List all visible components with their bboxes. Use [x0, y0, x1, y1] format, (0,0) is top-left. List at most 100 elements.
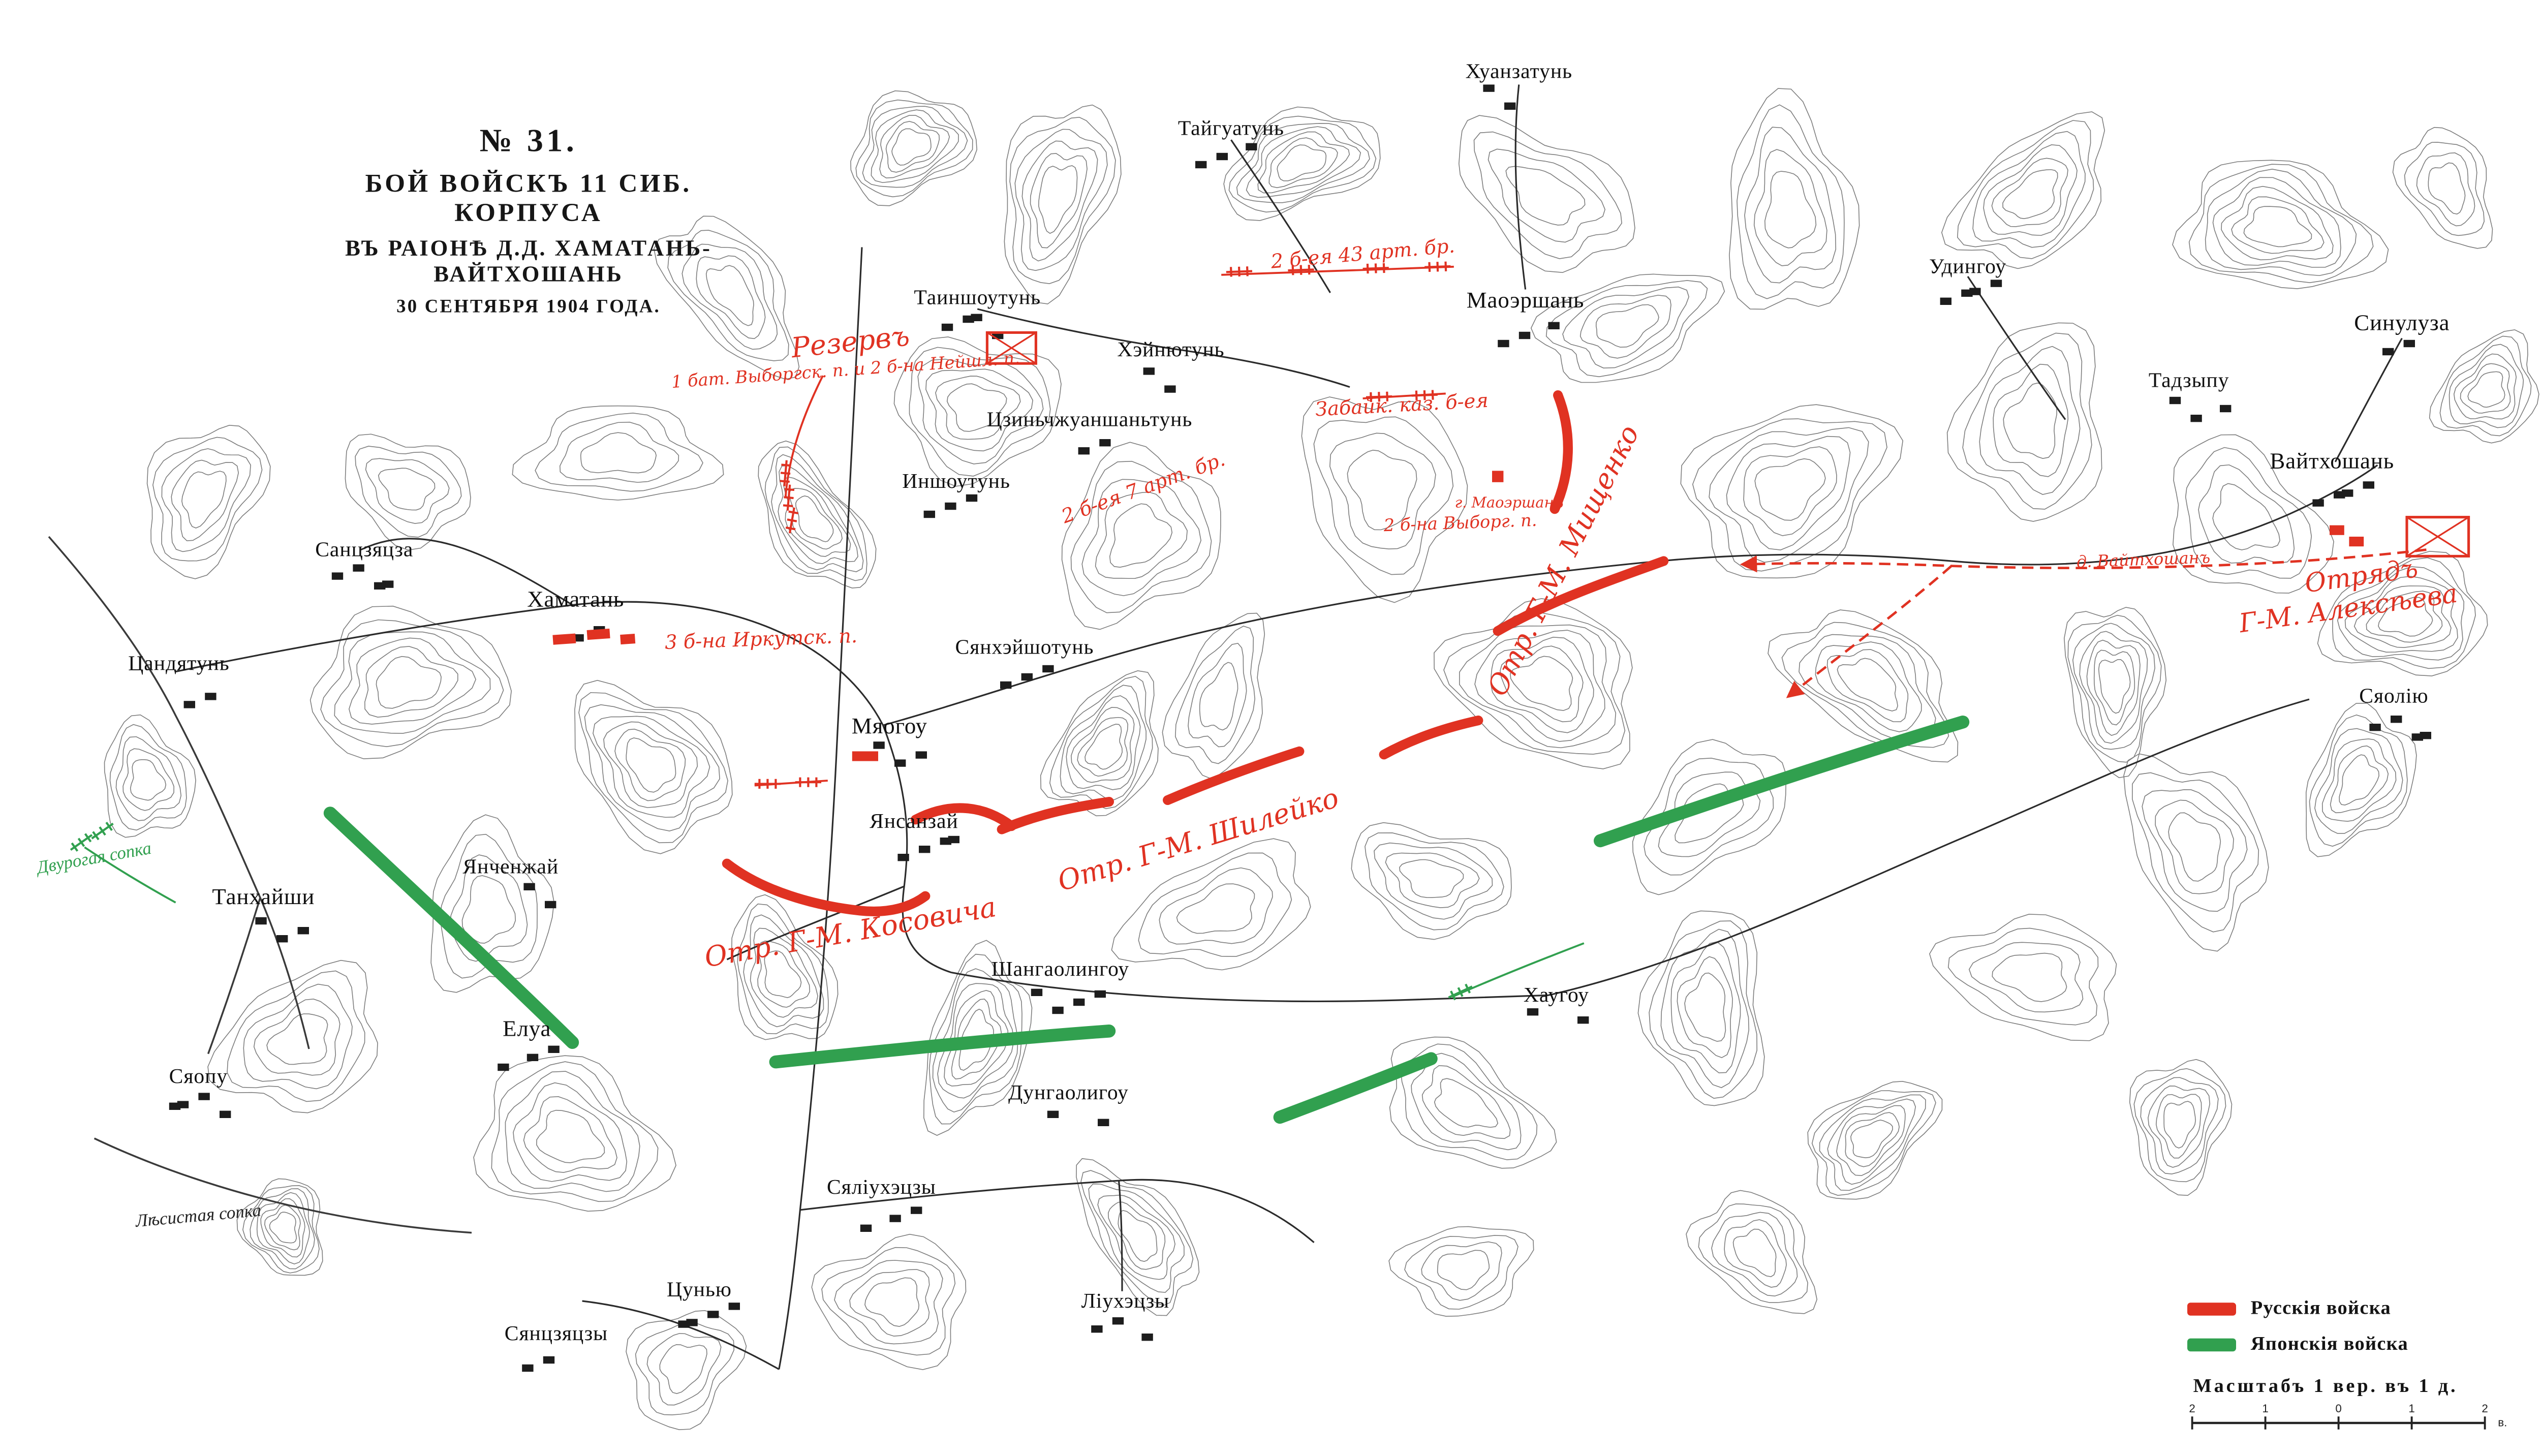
village-marker [526, 1054, 539, 1061]
village-marker [498, 1063, 509, 1071]
battery-icon [783, 484, 795, 511]
place-label: Санцзяцза [315, 537, 414, 561]
village-marker [1164, 385, 1176, 393]
village-marker [1021, 673, 1033, 681]
village-marker [255, 917, 267, 925]
village-marker [2220, 405, 2232, 413]
place-label: Сяліухэцзы [826, 1174, 936, 1199]
road [977, 308, 1350, 388]
place-label: Хаматань [527, 588, 625, 613]
battery-icon [1424, 261, 1451, 272]
road [1951, 464, 2378, 566]
map-title-block: № 31. БОЙ ВОЙСКЪ 11 СИБ. КОРПУСА ВЪ РАІО… [301, 123, 756, 317]
village-marker [966, 494, 978, 502]
troop-label: г. Маоэршанъ [1454, 496, 1564, 512]
place-label: Хуанзатунь [1465, 58, 1573, 83]
village-marker [915, 751, 927, 759]
village-marker [1141, 1334, 1153, 1341]
road [726, 885, 905, 961]
place-label: Маоэршань [1466, 289, 1585, 314]
russian-front-line [1379, 716, 1483, 760]
battalion-block-icon [852, 751, 878, 761]
russian-front-line [1493, 556, 1669, 636]
village-marker [183, 701, 195, 708]
place-label: Вайтхошань [2270, 450, 2395, 475]
village-marker [1519, 331, 1531, 339]
japanese-troops-swatch [2187, 1338, 2236, 1351]
russian-front-line [722, 858, 931, 917]
terrain-label: Двурогая сопка [36, 839, 153, 879]
village-marker [548, 1045, 560, 1053]
contour-lines [104, 88, 2539, 1430]
place-label: Таиншоутунь [914, 285, 1041, 309]
place-label: Хаугоу [1523, 982, 1589, 1007]
village-marker [945, 502, 956, 510]
village-marker [923, 510, 935, 518]
troop-label: д. Вайтхошанъ [2076, 549, 2211, 573]
village-marker [2334, 491, 2345, 499]
village-marker [941, 323, 953, 331]
scale-tick-label: 1 [2262, 1402, 2268, 1415]
map-title-line2: ВЪ РАІОНѢ Д.Д. ХАМАТАНЬ-ВАЙТХОШАНЬ [345, 237, 712, 288]
village-marker [523, 883, 535, 890]
battery-icon [91, 821, 114, 841]
village-marker [1548, 322, 1560, 329]
place-label: Янченжай [462, 854, 559, 878]
place-label: Иншоутунь [902, 468, 1010, 493]
battalion-block-icon [620, 634, 636, 645]
village-marker [1094, 990, 1106, 998]
battery-icon [785, 507, 798, 534]
village-marker [894, 759, 906, 767]
place-label: Удингоу [1929, 254, 2007, 278]
movement-arrow [1740, 548, 2427, 573]
village-marker [1047, 1110, 1059, 1118]
legend-row-japanese: Японскія войска [2187, 1332, 2408, 1356]
road [1230, 139, 1331, 293]
troop-label: Отр. Г-М. Косовича [702, 891, 999, 975]
place-label: Тадзыпу [2148, 367, 2229, 392]
battalion-block-icon [2330, 525, 2344, 535]
river [48, 536, 310, 1049]
russian-front-line [997, 797, 1114, 834]
scale-unit-label: в. [2498, 1416, 2507, 1429]
place-label: Танхайши [212, 886, 315, 911]
unit-hq-icon [985, 331, 1037, 365]
road [1967, 276, 2066, 420]
road [1118, 1181, 1123, 1291]
village-marker [543, 1356, 555, 1364]
place-label: Сянцзяцзы [504, 1320, 608, 1345]
place-label: Дунгаолигоу [1008, 1079, 1129, 1104]
battery-icon [1448, 983, 1473, 1001]
village-marker [1042, 665, 1054, 673]
village-marker [1577, 1016, 1589, 1024]
road [883, 553, 1952, 726]
village-marker [1527, 1008, 1539, 1016]
village-marker [2312, 499, 2324, 507]
village-marker [2403, 339, 2415, 348]
battery-icon [795, 777, 822, 787]
river [94, 1137, 472, 1234]
village-marker [707, 1311, 719, 1318]
village-marker [1052, 1006, 1064, 1014]
troop-label: Забайк. каз. б-ея [1314, 389, 1489, 421]
village-marker [889, 1215, 901, 1222]
village-marker [1000, 681, 1012, 689]
troop-label: Отр. Г-М. Шилейко [1054, 782, 1343, 899]
place-label: Елуа [503, 1018, 551, 1043]
village-marker [2363, 481, 2374, 489]
russian-position-line [754, 780, 828, 787]
battery-icon [1288, 264, 1314, 275]
village-marker [522, 1364, 534, 1372]
village-marker [1112, 1317, 1124, 1325]
village-marker [1216, 152, 1228, 161]
road [1514, 84, 1527, 290]
village-marker [374, 582, 386, 590]
village-marker [1498, 339, 1509, 348]
map-title-line1: БОЙ ВОЙСКЪ 11 СИБ. КОРПУСА [365, 171, 692, 228]
road [882, 725, 952, 974]
village-marker [1099, 439, 1111, 447]
japanese-troops-label: Японскія войска [2250, 1331, 2408, 1355]
